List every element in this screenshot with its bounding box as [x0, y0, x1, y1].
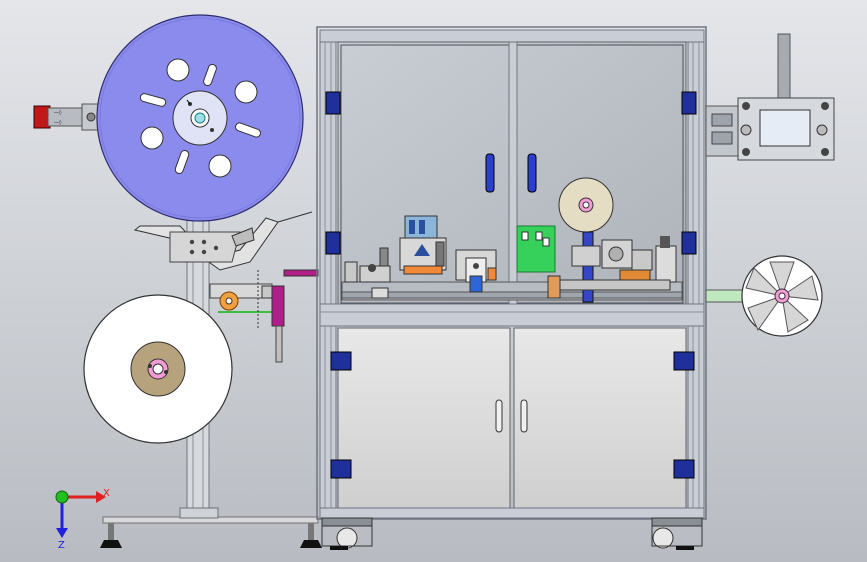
x-axis-label: X [103, 488, 110, 499]
cabinet-frame [316, 26, 707, 550]
lower-door-handle[interactable] [520, 399, 528, 433]
hmi-button[interactable] [816, 124, 828, 136]
hinge [325, 91, 341, 115]
lower-door-left[interactable] [337, 327, 511, 509]
lower-door-right[interactable] [513, 327, 687, 509]
sensor-label-1: —◊ [54, 109, 62, 116]
panel-mount-post [777, 33, 791, 103]
hinge [673, 351, 695, 371]
leveling-foot [100, 540, 122, 548]
hmi-screen[interactable] [759, 109, 811, 147]
control-panel-assembly [705, 33, 835, 161]
hinge [325, 231, 341, 255]
upper-door-handle[interactable] [527, 153, 537, 193]
coordinate-triad: X Z [55, 488, 110, 551]
internal-mechanism [341, 177, 683, 303]
hmi-button[interactable] [740, 124, 752, 136]
y-axis-dot [55, 490, 69, 504]
upper-door-handle[interactable] [485, 153, 495, 193]
leveling-foot [300, 540, 322, 548]
hinge [330, 459, 352, 479]
hinge [681, 231, 697, 255]
supply-reel [96, 14, 304, 222]
labeler-assembly: —◊ —◊ [33, 14, 322, 548]
rewind-reel-assembly [705, 255, 823, 337]
hinge [330, 351, 352, 371]
caster [321, 517, 373, 550]
hinge [673, 459, 695, 479]
caster [651, 517, 703, 550]
lower-door-handle[interactable] [495, 399, 503, 433]
output-belt [705, 289, 747, 303]
hinge [681, 91, 697, 115]
sensor-label-2: —◊ [54, 119, 62, 126]
z-axis-label: Z [58, 540, 65, 551]
label-roll [83, 294, 233, 444]
